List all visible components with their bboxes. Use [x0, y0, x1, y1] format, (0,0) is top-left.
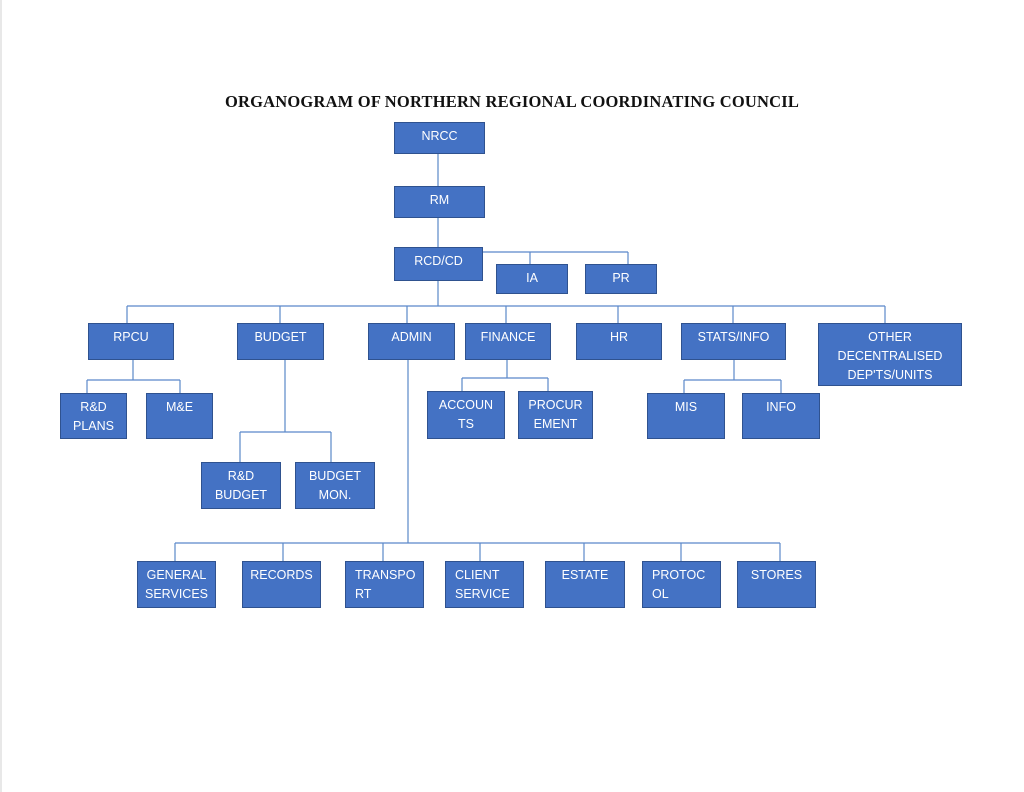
node-estate[interactable]: ESTATE: [545, 561, 625, 608]
node-rd-budget[interactable]: R&D BUDGET: [201, 462, 281, 509]
node-finance[interactable]: FINANCE: [465, 323, 551, 360]
node-mis[interactable]: MIS: [647, 393, 725, 439]
node-rcd-cd[interactable]: RCD/CD: [394, 247, 483, 281]
node-budget-mon[interactable]: BUDGET MON.: [295, 462, 375, 509]
page-edge: [0, 0, 2, 792]
node-transport[interactable]: TRANSPO RT: [345, 561, 424, 608]
node-rd-plans[interactable]: R&D PLANS: [60, 393, 127, 439]
node-budget[interactable]: BUDGET: [237, 323, 324, 360]
node-nrcc[interactable]: NRCC: [394, 122, 485, 154]
node-me[interactable]: M&E: [146, 393, 213, 439]
node-other-decentralised[interactable]: OTHER DECENTRALISED DEP'TS/UNITS: [818, 323, 962, 386]
node-general-services[interactable]: GENERAL SERVICES: [137, 561, 216, 608]
node-admin[interactable]: ADMIN: [368, 323, 455, 360]
node-procurement[interactable]: PROCUR EMENT: [518, 391, 593, 439]
chart-title: ORGANOGRAM OF NORTHERN REGIONAL COORDINA…: [224, 92, 800, 111]
node-records[interactable]: RECORDS: [242, 561, 321, 608]
node-stores[interactable]: STORES: [737, 561, 816, 608]
node-protocol[interactable]: PROTOC OL: [642, 561, 721, 608]
node-rpcu[interactable]: RPCU: [88, 323, 174, 360]
node-client-service[interactable]: CLIENT SERVICE: [445, 561, 524, 608]
node-rm[interactable]: RM: [394, 186, 485, 218]
node-info[interactable]: INFO: [742, 393, 820, 439]
node-pr[interactable]: PR: [585, 264, 657, 294]
node-accounts[interactable]: ACCOUN TS: [427, 391, 505, 439]
node-hr[interactable]: HR: [576, 323, 662, 360]
node-stats-info[interactable]: STATS/INFO: [681, 323, 786, 360]
node-ia[interactable]: IA: [496, 264, 568, 294]
